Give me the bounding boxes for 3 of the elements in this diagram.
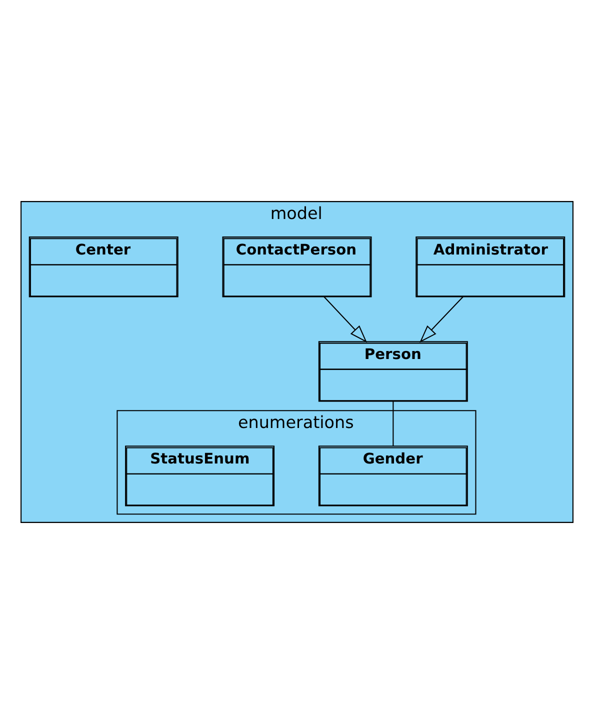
connector — [392, 401, 394, 446]
arrow — [420, 296, 464, 343]
arrow — [324, 296, 368, 343]
